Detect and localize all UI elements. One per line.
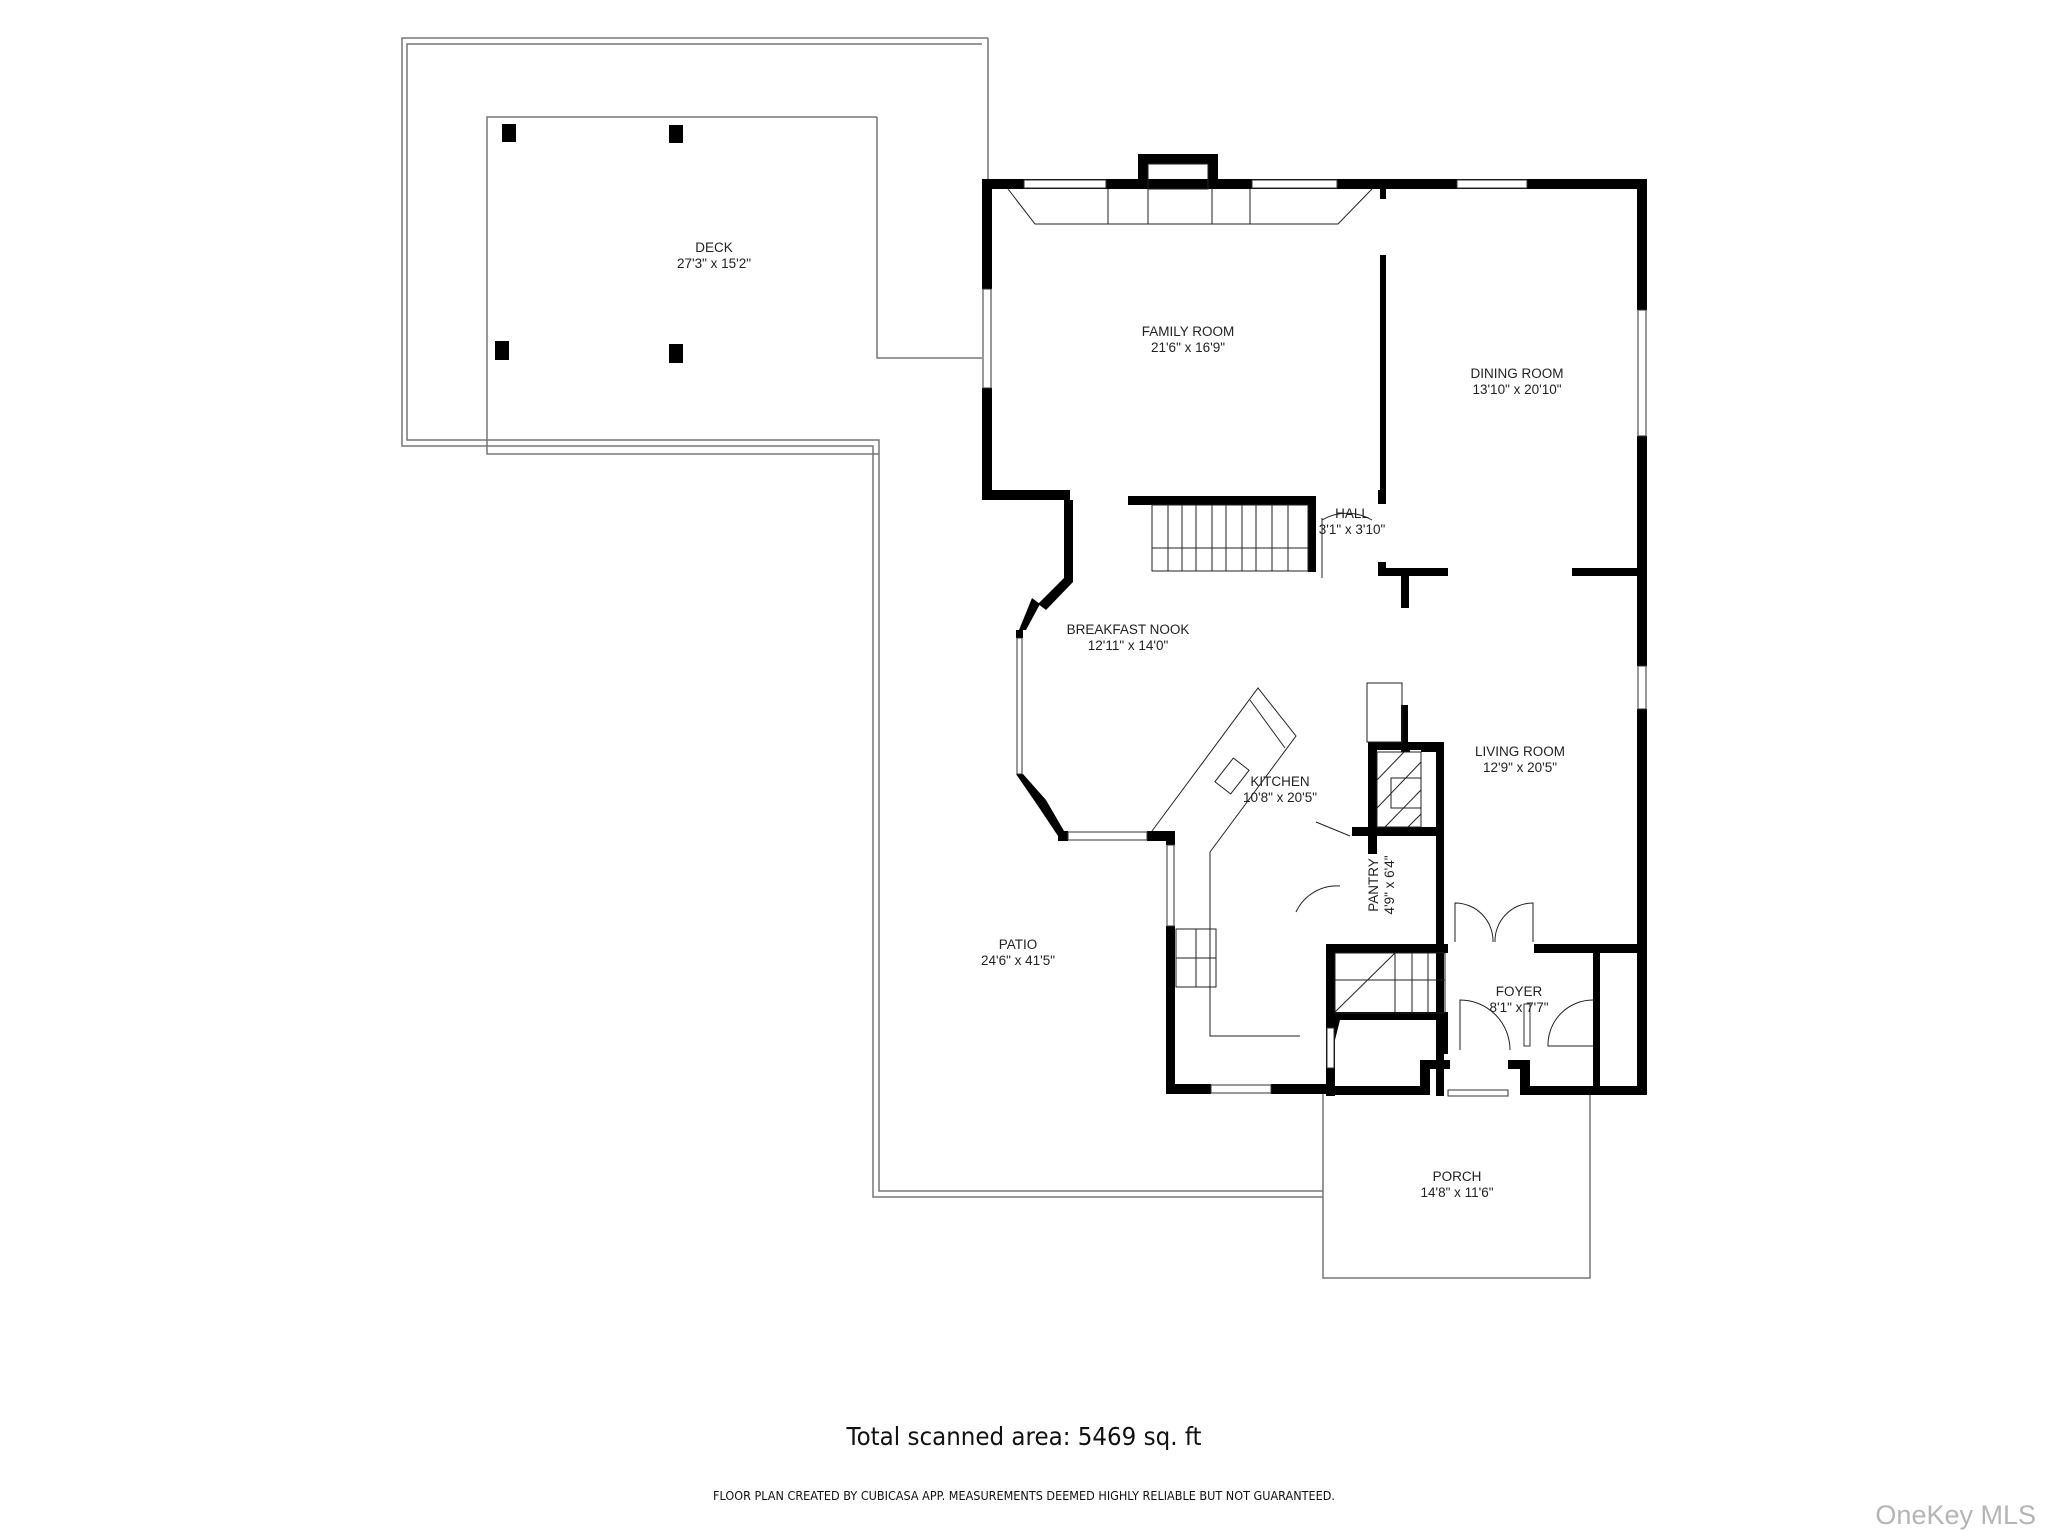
room-dimensions: 3'1" x 3'10" (1318, 522, 1386, 537)
room-dimensions: 4'9" x 6'4" (1382, 855, 1397, 915)
total-scanned-area: Total scanned area: 5469 sq. ft (846, 1422, 1202, 1451)
deck-posts (495, 124, 683, 363)
room-label-foyer: FOYER 8'1" x 7'7" (1489, 984, 1548, 1016)
room-name: LIVING ROOM (1474, 744, 1566, 759)
room-name: FOYER (1495, 984, 1543, 999)
room-label-dining-room: DINING ROOM 13'10" x 20'10" (1471, 366, 1564, 398)
room-name: DECK (695, 240, 733, 255)
windows (982, 179, 1647, 1097)
room-label-hall: HALL 3'1" x 3'10" (1319, 506, 1386, 538)
room-label-pantry: PANTRY 4'9" x 6'4" (1366, 855, 1398, 914)
porch-outline (1322, 1092, 1591, 1279)
room-label-breakfast-nook: BREAKFAST NOOK 12'11" x 14'0" (1067, 622, 1190, 654)
room-label-kitchen: KITCHEN 10'8" x 20'5" (1243, 774, 1317, 806)
room-dimensions: 12'11" x 14'0" (1087, 638, 1169, 653)
room-label-living-room: LIVING ROOM 12'9" x 20'5" (1475, 744, 1565, 776)
room-name: PANTRY (1366, 858, 1381, 912)
room-label-porch: PORCH 14'8" x 11'6" (1420, 1169, 1493, 1201)
room-name: HALL (1335, 506, 1369, 521)
room-label-patio: PATIO 24'6" x 41'5" (981, 937, 1055, 969)
disclaimer-text: FLOOR PLAN CREATED BY CUBICASA APP. MEAS… (713, 1488, 1335, 1503)
room-name: KITCHEN (1250, 774, 1310, 789)
room-name: PORCH (1432, 1169, 1482, 1184)
fixtures (1007, 163, 1594, 1051)
room-dimensions: 13'10" x 20'10" (1472, 382, 1562, 397)
room-dimensions: 24'6" x 41'5" (980, 953, 1056, 968)
room-dimensions: 12'9" x 20'5" (1482, 760, 1558, 775)
room-label-deck: DECK 27'3" x 15'2" (677, 240, 751, 272)
watermark-logo: OneKey MLS (1875, 1500, 2036, 1530)
room-name: FAMILY ROOM (1141, 324, 1235, 339)
room-dimensions: 21'6" x 16'9" (1150, 340, 1226, 355)
room-dimensions: 10'8" x 20'5" (1242, 790, 1318, 805)
room-label-family-room: FAMILY ROOM 21'6" x 16'9" (1142, 324, 1235, 356)
room-name: BREAKFAST NOOK (1066, 622, 1190, 637)
room-dimensions: 27'3" x 15'2" (676, 256, 752, 271)
deck-patio-outline (401, 37, 1323, 1198)
room-name: DINING ROOM (1470, 366, 1564, 381)
room-dimensions: 8'1" x 7'7" (1489, 1000, 1549, 1015)
room-dimensions: 14'8" x 11'6" (1420, 1185, 1494, 1200)
room-name: PATIO (998, 937, 1038, 952)
